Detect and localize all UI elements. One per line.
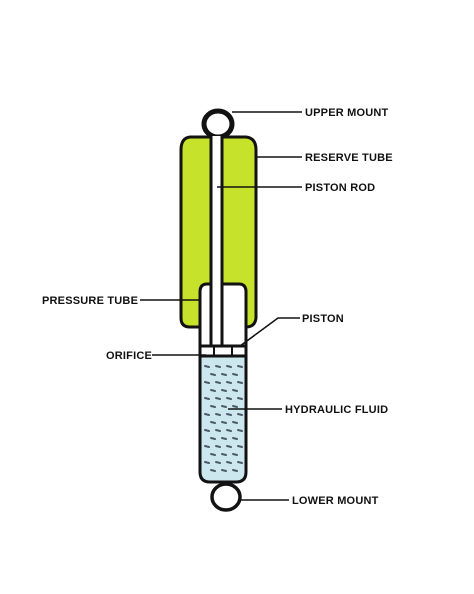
label-lower-mount: LOWER MOUNT <box>292 495 379 507</box>
leader-piston <box>239 317 300 347</box>
label-piston: PISTON <box>302 313 344 325</box>
hydraulic-fluid-chamber <box>198 354 248 484</box>
label-reserve-tube: RESERVE TUBE <box>305 152 393 164</box>
lower-mount <box>210 482 242 512</box>
fluid-dashes <box>204 365 243 472</box>
piston-rod <box>209 136 224 346</box>
label-upper-mount: UPPER MOUNT <box>305 107 389 119</box>
label-orifice: ORIFICE <box>106 350 152 362</box>
label-piston-rod: PISTON ROD <box>305 182 375 194</box>
upper-mount <box>201 108 235 140</box>
label-hydraulic-fluid: HYDRAULIC FLUID <box>285 404 388 416</box>
label-pressure-tube: PRESSURE TUBE <box>42 295 138 307</box>
